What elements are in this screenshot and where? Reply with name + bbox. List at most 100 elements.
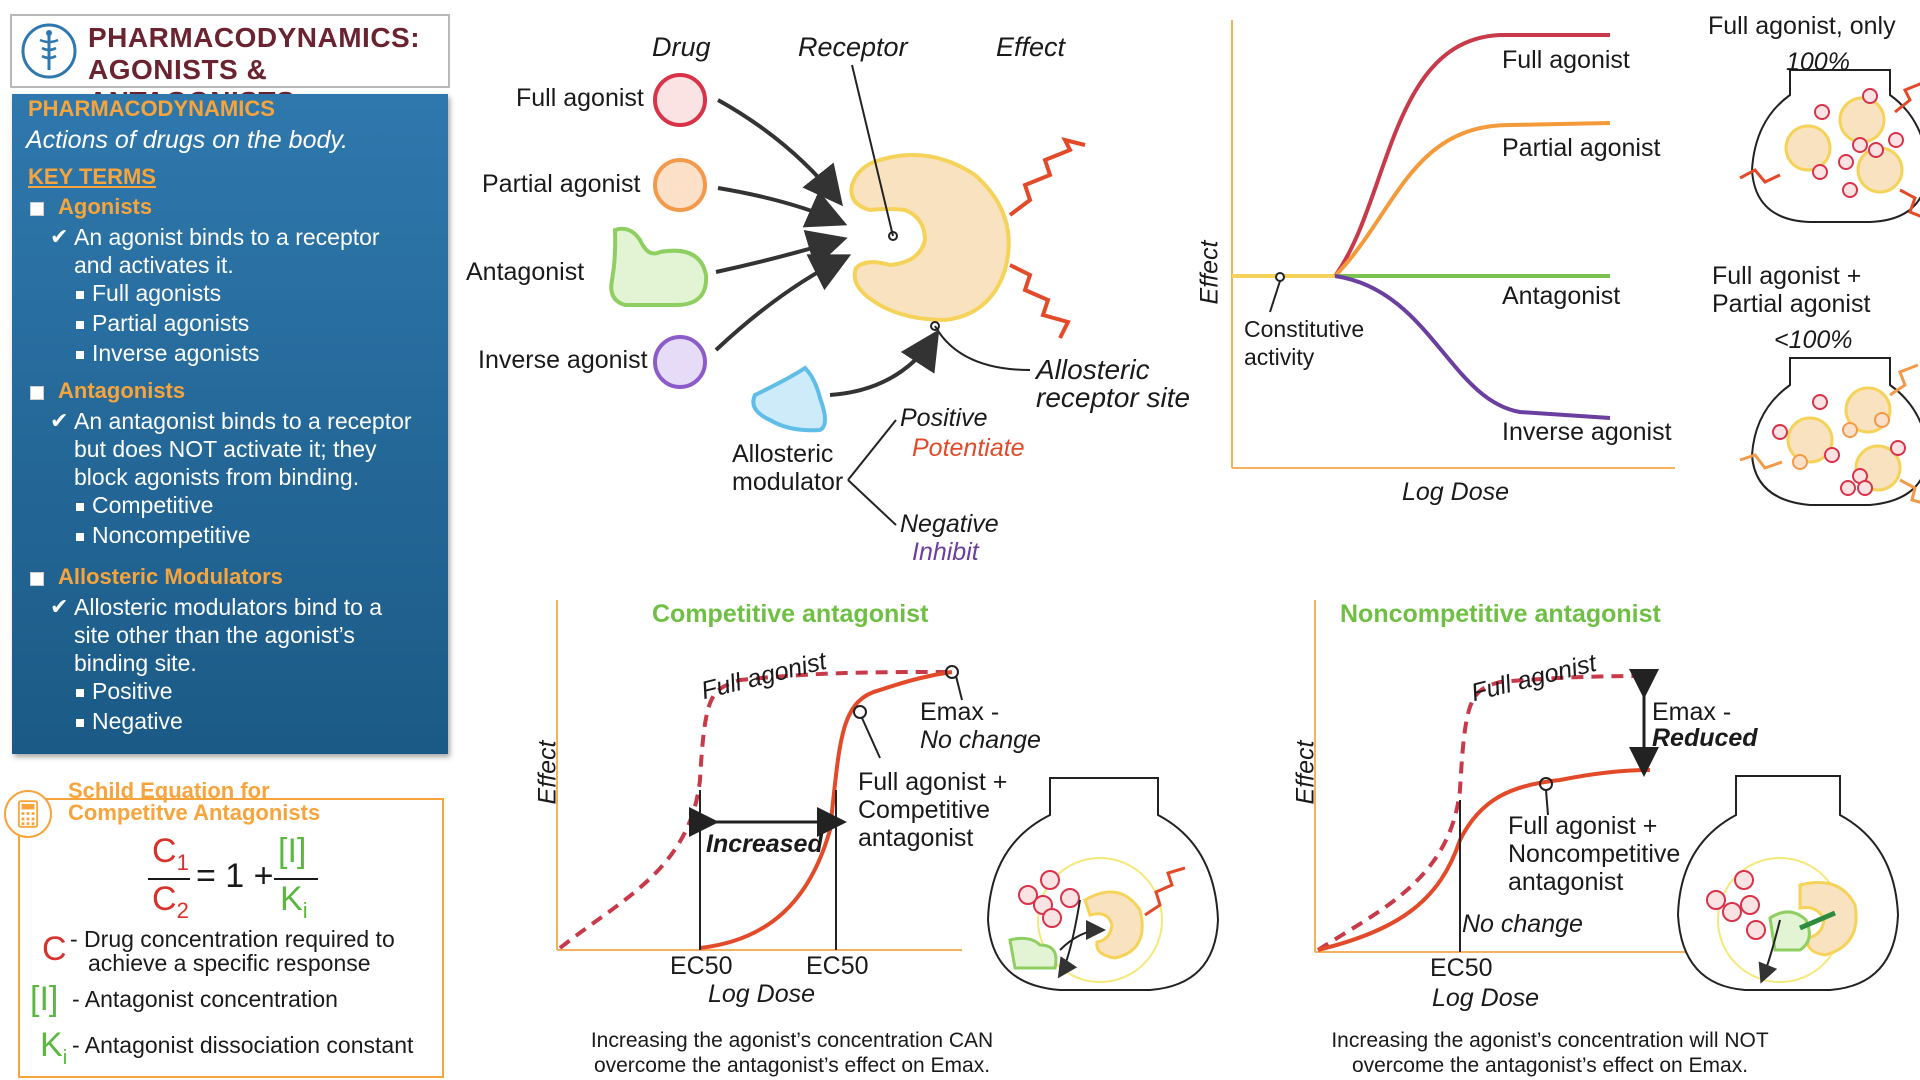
noncomp-xlabel: Log Dose [1432, 984, 1540, 1012]
potentiate-label: Potentiate [912, 434, 1025, 462]
comp-ylabel: Effect [533, 740, 562, 805]
allosteric-item-negative: Negative [92, 708, 183, 734]
noncomp-ylabel: Effect [1291, 740, 1320, 805]
comp-combo-label-3: antagonist [858, 824, 974, 852]
antagonist-drug [609, 226, 709, 307]
comp-caption: Increasing the agonist’s concentration C… [542, 1028, 1042, 1078]
noncomp-caption-line2: overcome the antagonist’s effect on Emax… [1351, 1054, 1749, 1078]
bullet-icon [76, 503, 84, 511]
allosteric-site-label-2: receptor site [1036, 382, 1191, 413]
calculator-icon [4, 790, 52, 838]
partial-agonist-drug [653, 158, 707, 212]
drug-inverse-agonist-label: Inverse agonist [478, 346, 648, 374]
bullet-icon [76, 719, 84, 727]
comp-ec50-b: EC50 [806, 952, 869, 980]
noncompetitive-title: Noncompetitive antagonist [1340, 600, 1661, 628]
negative-label: Negative [900, 510, 999, 538]
noncomp-combined-curve [1317, 768, 1651, 952]
constitutive-label-2: activity [1244, 344, 1315, 370]
eq-fraction-bar [274, 878, 318, 880]
noncomp-combo-label-3: antagonist [1508, 868, 1624, 896]
drug-full-agonist-label: Full agonist [516, 84, 644, 112]
curve-partial-agonist [1333, 121, 1611, 278]
allosteric-desc-1: Allosteric modulators bind to a [74, 594, 383, 620]
noncomp-combo-label-2: Noncompetitive [1508, 840, 1681, 868]
comp-combo-label-1: Full agonist + [858, 768, 1008, 796]
checkmark-icon: ✔ [50, 594, 69, 619]
dr-antagonist-label: Antagonist [1502, 282, 1621, 310]
inverse-agonist-drug [653, 335, 707, 389]
constitutive-label-1: Constitutive [1244, 316, 1365, 342]
flask-competitive [986, 777, 1220, 991]
def-i-text: - Antagonist concentration [72, 986, 338, 1012]
dr-inverse-agonist-label: Inverse agonist [1502, 418, 1672, 446]
allosteric-site-label-1: Allosteric [1036, 354, 1150, 385]
flask-full-only-label: Full agonist, only [1708, 12, 1896, 40]
antagonist-item-noncompetitive: Noncompetitive [92, 522, 251, 548]
eq-i: [I] [278, 832, 307, 870]
key-terms-heading: KEY TERMS [28, 164, 156, 189]
comp-full-agonist-curve [558, 670, 953, 950]
competitive-title: Competitive antagonist [652, 600, 929, 628]
def-c-symbol: C [42, 930, 67, 968]
dr-ylabel: Effect [1195, 240, 1224, 305]
checkmark-icon: ✔ [50, 408, 69, 433]
eq-equals-one-plus: = 1 + [196, 857, 274, 895]
checkbox-square-icon [30, 572, 44, 586]
col-receptor-label: Receptor [798, 32, 908, 62]
comp-combo-label-2: Competitive [858, 796, 990, 824]
antagonists-heading: Antagonists [58, 378, 186, 403]
schild-equation-box [18, 798, 444, 1078]
pharmacodynamics-definition: Actions of drugs on the body. [26, 126, 348, 154]
comp-caption-line2: overcome the antagonist’s effect on Emax… [593, 1054, 991, 1078]
drug-antagonist-label: Antagonist [466, 258, 585, 286]
flask-full-pct: 100% [1786, 48, 1850, 76]
caduceus-logo-icon [21, 23, 77, 79]
comp-xlabel: Log Dose [708, 980, 816, 1008]
col-effect-label: Effect [996, 32, 1066, 62]
bullet-icon [76, 351, 84, 359]
pharmacodynamics-heading: PHARMACODYNAMICS [28, 96, 275, 121]
page-title-line1: PHARMACODYNAMICS: [88, 22, 421, 53]
curve-inverse-agonist [1334, 274, 1611, 420]
flask-noncompetitive [1676, 775, 1900, 991]
noncomp-combo-label-1: Full agonist + [1508, 812, 1658, 840]
eq-c2: C2 [152, 880, 189, 923]
comp-emax-label-1: Emax - [920, 698, 1000, 726]
antagonist-item-competitive: Competitive [92, 492, 214, 518]
positive-label: Positive [900, 404, 988, 432]
dr-partial-agonist-label: Partial agonist [1502, 134, 1661, 162]
agonists-desc-2: and activates it. [74, 252, 234, 278]
allosteric-modulator-shape [751, 365, 827, 433]
def-k-symbol: Ki [40, 1026, 68, 1069]
antagonists-desc-1: An antagonist binds to a receptor [74, 408, 412, 434]
comp-emax-label-2: No change [920, 726, 1041, 754]
bullet-icon [76, 533, 84, 541]
bullet-icon [76, 321, 84, 329]
full-agonist-drug [653, 73, 707, 127]
agonist-item-partial: Partial agonists [92, 310, 250, 336]
noncomp-caption: Increasing the agonist’s concentration w… [1300, 1028, 1800, 1078]
def-k-text: - Antagonist dissociation constant [72, 1032, 414, 1058]
def-c-line2: achieve a specific response [88, 950, 371, 976]
dr-full-agonist-label: Full agonist [1502, 46, 1630, 74]
eq-fraction-bar [148, 878, 190, 880]
def-i-symbol: [I] [30, 980, 59, 1018]
noncomp-no-change-label: No change [1462, 910, 1583, 938]
agonist-item-full: Full agonists [92, 280, 222, 306]
schild-title-line1: Schild Equation for [68, 778, 270, 803]
dr-xlabel: Log Dose [1402, 478, 1510, 506]
noncomp-ec50: EC50 [1430, 954, 1493, 982]
schild-title-line2: Competitve Antagonists [68, 800, 321, 825]
def-c-line1: - Drug concentration required to [70, 926, 395, 952]
allosteric-desc-3: binding site. [74, 650, 197, 676]
modulator-label-1: Allosteric [732, 440, 834, 468]
bullet-icon [76, 689, 84, 697]
allosteric-item-positive: Positive [92, 678, 173, 704]
noncomp-caption-line1: Increasing the agonist’s concentration w… [1331, 1029, 1769, 1052]
checkbox-square-icon [30, 202, 44, 216]
curve-full-agonist [1333, 33, 1610, 278]
comp-combined-curve [699, 670, 953, 950]
eq-k: Ki [280, 880, 308, 923]
